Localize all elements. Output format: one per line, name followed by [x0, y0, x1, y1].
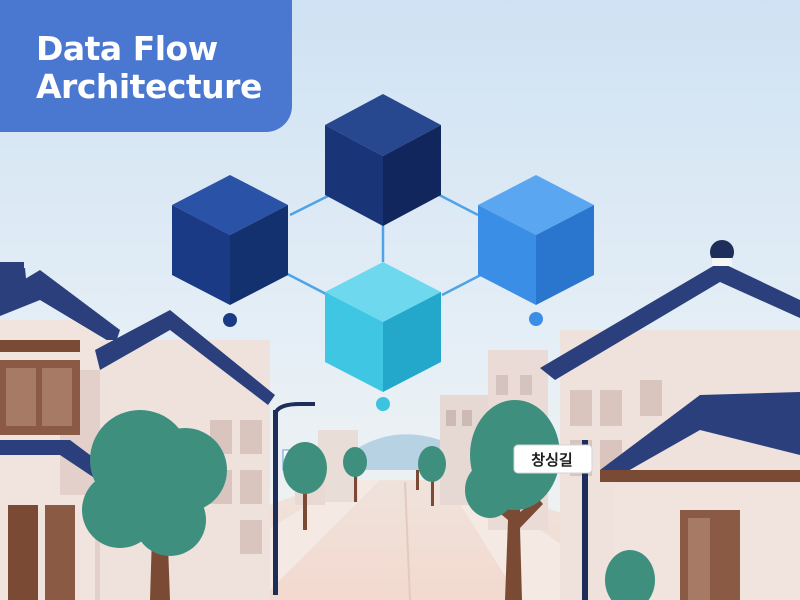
- cube-node-right: [478, 175, 594, 305]
- street-sign-label: 창싱길: [531, 451, 572, 469]
- node-marker-right: [529, 312, 543, 326]
- node-marker-left: [223, 313, 237, 327]
- cube-node-bottom: [325, 262, 441, 392]
- cube-node-top: [325, 94, 441, 226]
- node-marker-bottom: [376, 397, 390, 411]
- right-hanok: [540, 240, 800, 600]
- page-title: Data Flow Architecture: [36, 30, 262, 106]
- title-line-1: Data Flow: [36, 29, 218, 68]
- title-card: Data Flow Architecture: [0, 0, 292, 132]
- title-line-2: Architecture: [36, 67, 262, 106]
- street-sign: 창싱길: [513, 440, 593, 600]
- small-trees: [283, 442, 446, 530]
- cube-node-left: [172, 175, 288, 305]
- left-hanok: [0, 262, 130, 600]
- tree-left: [82, 410, 227, 600]
- road-line: [404, 481, 411, 600]
